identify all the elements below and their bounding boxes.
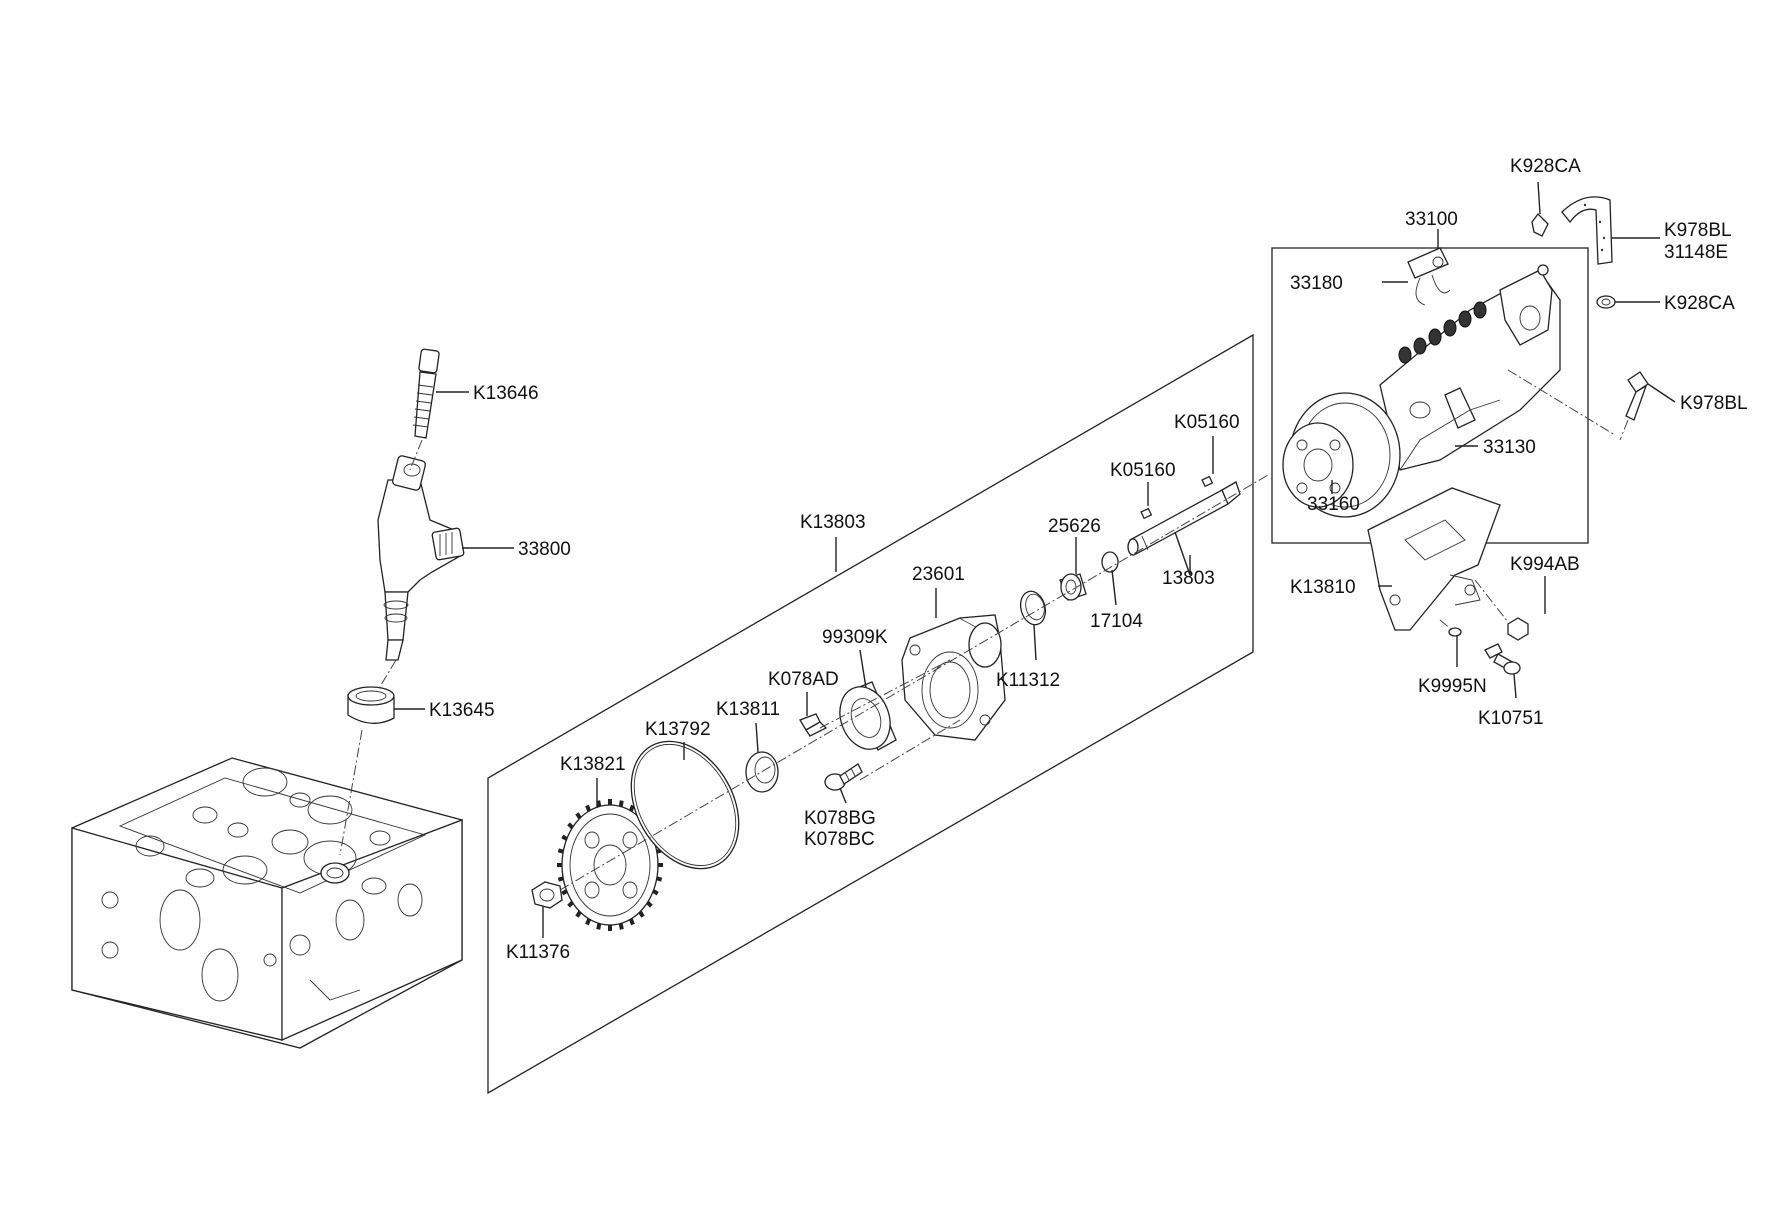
gear-tooth	[567, 900, 574, 908]
label-k928ca-bottom[interactable]: K928CA	[1664, 293, 1735, 314]
bolt-k10751	[1484, 643, 1521, 675]
fitting-k978bl	[1625, 371, 1649, 421]
gear-tooth	[561, 834, 568, 841]
label-k13646[interactable]: K13646	[473, 383, 539, 404]
gear-tooth	[596, 923, 602, 930]
label-33160[interactable]: 33160	[1307, 494, 1360, 515]
label-k13821[interactable]: K13821	[560, 754, 626, 775]
label-k978bl-hose[interactable]: K978BL	[1664, 220, 1732, 241]
label-k13645[interactable]: K13645	[429, 700, 495, 721]
gear-tooth	[575, 910, 582, 918]
nut-k11376	[531, 881, 563, 909]
seal-k13645	[347, 686, 395, 724]
cylinder-head	[71, 757, 463, 1049]
gear-tooth	[618, 923, 624, 930]
bracket-k13810	[1367, 487, 1501, 631]
clamp-k928ca-bottom	[1596, 295, 1616, 309]
key-k05160-b	[1201, 475, 1214, 488]
injection-pump-33100	[1282, 264, 1561, 518]
gear-tooth	[561, 889, 568, 896]
seal-k13811	[745, 751, 779, 793]
label-k05160-b[interactable]: K05160	[1110, 460, 1176, 481]
bearing-25626	[1059, 573, 1087, 601]
gear-tooth	[585, 804, 592, 812]
label-k13792[interactable]: K13792	[645, 719, 711, 740]
gear-tooth	[618, 800, 624, 807]
label-k978bl-right[interactable]: K978BL	[1680, 393, 1748, 414]
gear-tooth	[656, 876, 663, 882]
leader-lines	[394, 181, 1676, 938]
gear-tooth	[646, 900, 653, 908]
gear-tooth	[557, 848, 564, 854]
sensor-33180	[1407, 247, 1451, 306]
o-ring-k13792	[630, 740, 740, 870]
injector-33800	[377, 455, 465, 661]
gear-tooth	[575, 812, 582, 820]
label-k11376[interactable]: K11376	[506, 942, 570, 963]
label-99309k[interactable]: 99309K	[822, 627, 888, 648]
part-labels: K928CA 33100 K978BL 31148E 33180 K928CA …	[429, 156, 1748, 963]
label-k10751[interactable]: K10751	[1478, 708, 1544, 729]
snap-ring-17104	[1101, 551, 1119, 573]
bolt-k13646	[412, 348, 440, 439]
washer-k9995n	[1448, 627, 1462, 637]
k13803-assembly-frame	[487, 333, 1254, 1095]
label-33100[interactable]: 33100	[1405, 209, 1458, 230]
label-k078bg[interactable]: K078BG	[804, 808, 876, 829]
label-25626[interactable]: 25626	[1048, 516, 1101, 537]
gear-tooth	[628, 918, 635, 926]
label-k9995n[interactable]: K9995N	[1418, 676, 1487, 697]
label-k994ab[interactable]: K994AB	[1510, 554, 1580, 575]
label-17104[interactable]: 17104	[1090, 611, 1143, 632]
bearing-99309k	[839, 681, 897, 751]
nut-k994ab	[1507, 617, 1529, 641]
bolt-k078ad	[799, 713, 828, 737]
hose-k978bl	[1561, 196, 1613, 265]
key-k05160-a	[1140, 507, 1153, 520]
label-k13811[interactable]: K13811	[716, 699, 780, 720]
label-13803[interactable]: 13803	[1162, 568, 1215, 589]
label-23601[interactable]: 23601	[912, 564, 965, 585]
label-33800[interactable]: 33800	[518, 539, 571, 560]
bolt-k078bg	[824, 763, 863, 791]
housing-23601	[901, 614, 1006, 741]
gear-tooth	[596, 800, 602, 807]
label-k928ca-top[interactable]: K928CA	[1510, 156, 1581, 177]
shaft-13803	[1127, 481, 1241, 556]
label-k078bc[interactable]: K078BC	[804, 829, 875, 850]
label-k13810[interactable]: K13810	[1290, 577, 1356, 598]
label-k05160-a[interactable]: K05160	[1174, 412, 1240, 433]
label-31148e[interactable]: 31148E	[1664, 242, 1728, 263]
ring-k11312	[1019, 590, 1047, 626]
label-k13803-frame[interactable]: K13803	[800, 512, 866, 533]
label-k078ad[interactable]: K078AD	[768, 669, 839, 690]
gear-tooth	[557, 876, 564, 882]
gear-tooth	[628, 804, 635, 812]
clamp-k928ca-top	[1531, 213, 1549, 237]
gear-tooth	[567, 822, 574, 830]
label-33130[interactable]: 33130	[1483, 437, 1536, 458]
label-33180[interactable]: 33180	[1290, 273, 1343, 294]
label-k11312[interactable]: K11312	[996, 670, 1060, 691]
gear-tooth	[652, 889, 659, 896]
gear-tooth	[585, 918, 592, 926]
gear-tooth	[638, 910, 645, 918]
